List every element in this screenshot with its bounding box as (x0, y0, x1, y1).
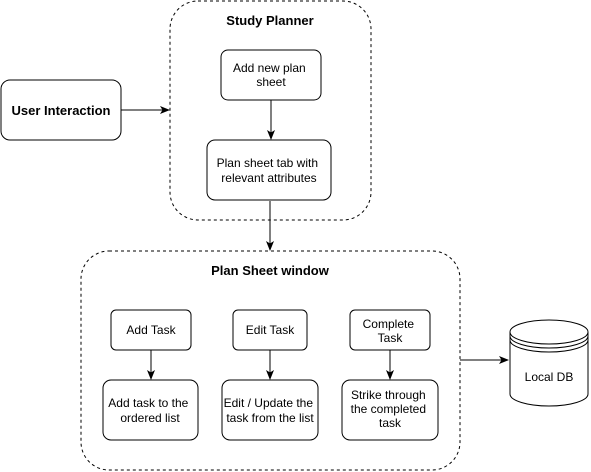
local-db-cylinder: Local DB (509, 319, 589, 407)
plan-sheet-tab-node: Plan sheet tab with relevant attributes (206, 139, 332, 201)
strike-through-task-node: Strike through the completed task (341, 379, 439, 441)
connector-arrows (121, 100, 509, 380)
plan-sheet-window-title: Plan Sheet window (211, 263, 330, 278)
add-task-to-list-label: Add task to the ordered list (108, 396, 191, 425)
strike-through-task-label: Strike through the completed task (351, 388, 430, 430)
edit-task-node: Edit Task (232, 309, 308, 351)
user-interaction-node: User Interaction (0, 79, 122, 141)
add-task-label: Add Task (126, 323, 176, 337)
edit-update-task-node: Edit / Update the task from the list (221, 379, 319, 441)
add-task-to-list-node: Add task to the ordered list (102, 379, 199, 441)
local-db-label: Local DB (525, 370, 574, 384)
plan-sheet-tab-label: Plan sheet tab with relevant attributes (217, 156, 322, 185)
user-interaction-label: User Interaction (12, 103, 111, 118)
edit-task-label: Edit Task (246, 323, 295, 337)
add-new-plan-sheet-label: Add new plan sheet (233, 61, 309, 89)
add-task-node: Add Task (110, 309, 192, 351)
complete-task-label: Complete Task (363, 317, 418, 345)
plan-sheet-window-container: Plan Sheet window (80, 250, 461, 471)
study-planner-title: Study Planner (226, 13, 313, 28)
complete-task-node: Complete Task (349, 309, 431, 351)
add-new-plan-sheet-node: Add new plan sheet (220, 49, 322, 101)
edit-update-task-label: Edit / Update the task from the list (224, 396, 317, 425)
